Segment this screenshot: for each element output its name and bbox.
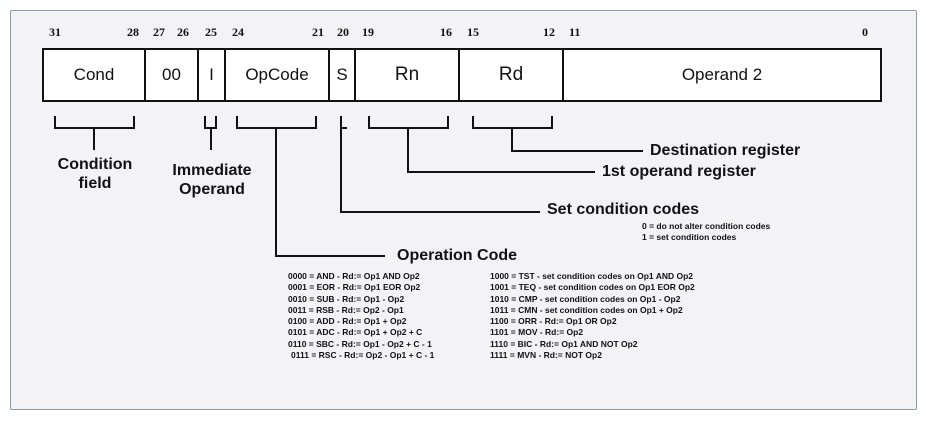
bit-11: 11 — [569, 25, 581, 39]
opcode-row: 0111 = RSC - Rd:= Op2 - Op1 + C - 1 — [291, 350, 435, 361]
field-cond: Cond — [73, 65, 115, 84]
rn-bracket — [368, 116, 449, 129]
opcode-row: 1100 = ORR - Rd:= Op1 OR Op2 — [490, 316, 617, 327]
bit-20: 20 — [337, 25, 349, 39]
field-00: 00 — [162, 65, 181, 84]
divider — [328, 48, 330, 102]
divider — [458, 48, 460, 102]
field-i: I — [209, 65, 214, 84]
bit-31: 31 — [49, 25, 61, 39]
bit-16: 16 — [440, 25, 452, 39]
opcode-table-left: 0000 = AND - Rd:= Op1 AND Op2 0001 = EOR… — [288, 271, 488, 361]
opcode-row: 0101 = ADC - Rd:= Op1 + Op2 + C — [288, 327, 423, 338]
opcode-row: 1111 = MVN - Rd:= NOT Op2 — [490, 350, 602, 361]
rd-connector — [511, 128, 643, 152]
opcode-row: 0110 = SBC - Rd:= Op1 - Op2 + C - 1 — [288, 338, 432, 349]
bit-12: 12 — [543, 25, 555, 39]
opcode-row: 0100 = ADD - Rd:= Op1 + Op2 — [288, 316, 407, 327]
field-rd: Rd — [498, 64, 524, 85]
bit-28: 28 — [127, 25, 139, 39]
rn-connector — [407, 128, 595, 173]
label-operation-code: Operation Code — [397, 247, 518, 264]
label-immediate-operand: Immediate Operand — [160, 161, 264, 199]
divider — [562, 48, 564, 102]
label-condition-line2: field — [78, 175, 112, 192]
label-set-condition-codes: Set condition codes — [547, 201, 700, 218]
opcode-connector — [275, 128, 385, 257]
divider — [224, 48, 226, 102]
label-condition-line1: Condition — [57, 156, 133, 173]
divider — [197, 48, 199, 102]
opcode-row: 1110 = BIC - Rd:= Op1 AND NOT Op2 — [490, 338, 638, 349]
label-first-operand-register: 1st operand register — [602, 163, 756, 180]
opcode-row: 1000 = TST - set condition codes on Op1 … — [490, 271, 694, 281]
imm-bracket — [204, 116, 217, 129]
bit-24: 24 — [232, 25, 244, 39]
field-s: S — [336, 65, 348, 84]
opcode-row: 1001 = TEQ - set condition codes on Op1 … — [490, 282, 695, 293]
opcode-row: 1010 = CMP - set condition codes on Op1 … — [490, 293, 681, 304]
field-operand2: Operand 2 — [681, 65, 763, 84]
bit-26: 26 — [177, 25, 189, 39]
field-opcode: OpCode — [245, 65, 309, 84]
cond-bracket — [54, 116, 135, 129]
label-immediate-line2: Operand — [179, 181, 245, 198]
opcode-row: 0001 = EOR - Rd:= Op1 EOR Op2 — [288, 282, 421, 293]
bit-19: 19 — [362, 25, 374, 39]
label-condition-field: Condition field — [50, 155, 140, 193]
divider — [144, 48, 146, 102]
field-rn: Rn — [394, 64, 420, 85]
label-set-cc-0: 0 = do not alter condition codes — [642, 221, 771, 231]
opcode-row: 1011 = CMN - set condition codes on Op1 … — [490, 304, 683, 315]
opcode-row: 0010 = SUB - Rd:= Op1 - Op2 — [288, 293, 405, 304]
opcode-row: 1101 = MOV - Rd:= Op2 — [490, 327, 584, 338]
bit-0: 0 — [862, 25, 868, 39]
bit-15: 15 — [467, 25, 479, 39]
opcode-row: 0011 = RSB - Rd:= Op2 - Op1 — [288, 304, 404, 315]
label-destination-register: Destination register — [650, 142, 801, 159]
bit-25: 25 — [205, 25, 217, 39]
bit-27: 27 — [153, 25, 165, 39]
rd-bracket — [472, 116, 553, 129]
opcode-row: 0000 = AND - Rd:= Op1 AND Op2 — [288, 271, 420, 281]
label-immediate-line1: Immediate — [172, 162, 252, 179]
opcode-table-right: 1000 = TST - set condition codes on Op1 … — [490, 271, 760, 361]
instruction-format — [42, 48, 882, 102]
s-connector — [340, 116, 540, 213]
divider — [354, 48, 356, 102]
opcode-bracket — [236, 116, 317, 129]
bit-21: 21 — [312, 25, 324, 39]
label-set-cc-1: 1 = set condition codes — [642, 232, 737, 242]
